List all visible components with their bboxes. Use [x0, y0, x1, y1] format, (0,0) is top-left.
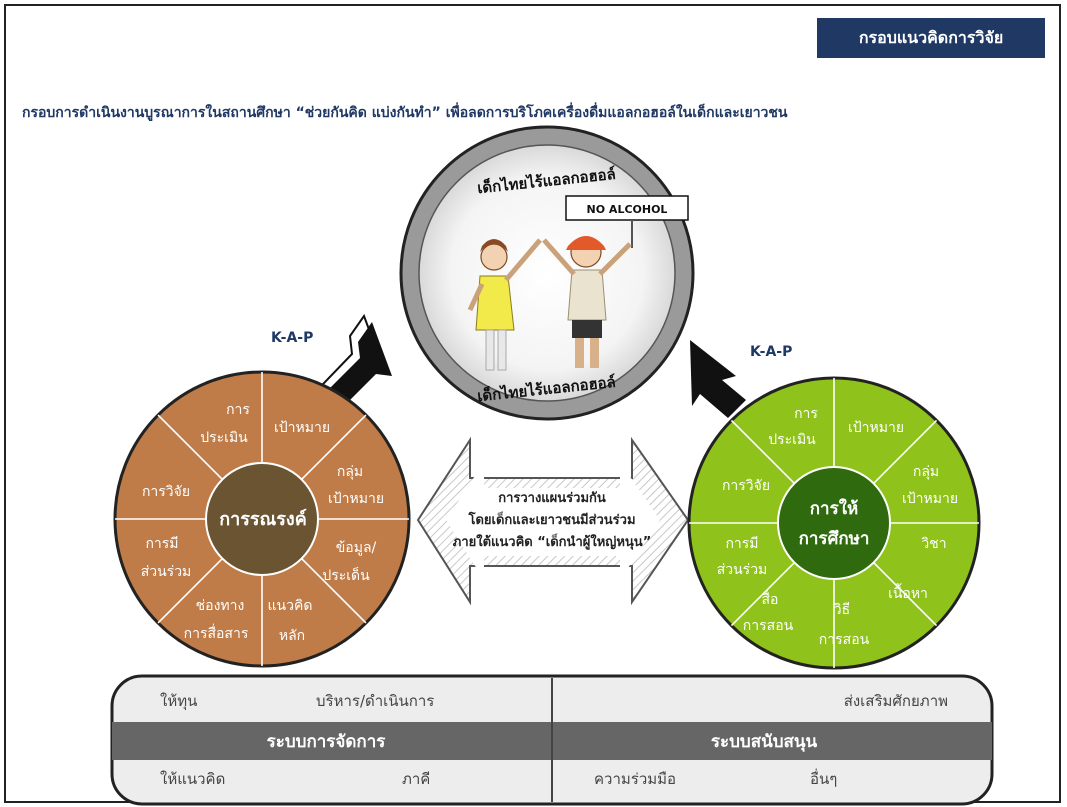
wheel-spoke	[301, 414, 367, 480]
planning-line-3: ภายใต้แนวคิด “เด็กนำผู้ใหญ่หนุน”	[453, 532, 652, 550]
right-seg-content: เนื้อหา	[888, 583, 928, 602]
support-system-title: ระบบสนับสนุน	[711, 732, 818, 752]
right-kap-arrow-shape	[690, 340, 746, 418]
bottom-right-top-item-1: ส่งเสริมศักยภาพ	[844, 692, 948, 710]
wheel-spoke	[873, 562, 938, 627]
right-seg-research: การวิจัย	[722, 478, 770, 494]
no-alcohol-sign-text: NO ALCOHOL	[587, 203, 668, 216]
right-seg-method-1: วิธี	[834, 602, 851, 618]
right-seg-method-2: การสอน	[819, 632, 870, 648]
bottom-left-top-item-2: บริหาร/ดำเนินการ	[316, 692, 434, 710]
left-seg-principle-2: หลัก	[279, 628, 305, 644]
left-seg-goal: เป้าหมาย	[274, 420, 330, 436]
right-seg-participation-1: การมี	[725, 536, 758, 552]
right-seg-goal: เป้าหมาย	[848, 420, 904, 436]
planning-double-arrow: การวางแผนร่วมกัน โดยเด็กและเยาวชนมีส่วนร…	[416, 436, 690, 606]
bottom-right-bottom-item-2: อื่นๆ	[810, 768, 837, 788]
page-title: กรอบแนวคิดการวิจัย	[817, 18, 1045, 58]
management-system-title: ระบบการจัดการ	[267, 732, 387, 752]
right-seg-target-1: กลุ่ม	[913, 464, 939, 480]
left-seg-channel-2: การสื่อสาร	[184, 624, 249, 642]
boy-figure-icon	[542, 236, 632, 368]
no-alcohol-sign	[565, 195, 689, 221]
kap-right-label: K-A-P	[750, 344, 792, 360]
right-seg-evaluation-2: ประเมิน	[768, 432, 816, 448]
wheel-spoke	[730, 419, 795, 484]
wheel-spoke	[157, 414, 223, 480]
bottom-panel: ให้ทุน บริหาร/ดำเนินการ ระบบการจัดการ ให…	[110, 674, 994, 806]
wheel-spoke	[301, 558, 367, 624]
planning-line-2: โดยเด็กและเยาวชนมีส่วนร่วม	[467, 510, 635, 528]
right-seg-subject: วิชา	[921, 536, 946, 552]
education-center-label-1: การให้	[810, 498, 858, 519]
right-kap-arrow: K-A-P	[690, 340, 792, 418]
left-seg-target-2: เป้าหมาย	[328, 491, 384, 507]
left-seg-info-2: ประเด็น	[322, 566, 370, 584]
planning-line-1: การวางแผนร่วมกัน	[498, 491, 606, 506]
left-seg-info-1: ข้อมูล/	[336, 540, 377, 556]
left-seg-evaluation-1: การ	[226, 402, 250, 418]
wheel-spoke	[157, 558, 223, 624]
left-seg-target-1: กลุ่ม	[337, 464, 363, 480]
bottom-left-bottom-item-1: ให้แนวคิด	[160, 770, 225, 788]
left-seg-participation-1: การมี	[145, 536, 178, 552]
left-seg-participation-2: ส่วนร่วม	[141, 564, 192, 580]
right-seg-participation-2: ส่วนร่วม	[717, 562, 768, 578]
center-circle: เด็กไทยไร้แอลกอฮอล์ เด็กไทยไร้แอลกอฮอล์ …	[399, 125, 695, 421]
bottom-left-top-item-1: ให้ทุน	[160, 692, 197, 711]
campaign-center-label: การรณรงค์	[219, 508, 307, 530]
left-seg-principle-1: แนวคิด	[268, 598, 313, 614]
girl-figure-icon	[467, 238, 542, 371]
campaign-wheel: การประเมินเป้าหมายกลุ่มเป้าหมายข้อมูล/ปร…	[113, 370, 411, 668]
bottom-left-bottom-item-2: ภาคี	[402, 770, 430, 788]
left-seg-evaluation-2: ประเมิน	[200, 430, 248, 446]
right-seg-media-2: การสอน	[743, 618, 794, 634]
left-seg-research: การวิจัย	[142, 484, 190, 500]
education-center-label-2: การศึกษา	[799, 529, 870, 549]
left-seg-channel-1: ช่องทาง	[196, 598, 245, 614]
wheel-spoke	[730, 562, 795, 627]
double-arrow-inner	[446, 462, 660, 580]
kap-left-label: K-A-P	[271, 330, 313, 346]
diagram-subtitle: กรอบการดำเนินงานบูรณาการในสถานศึกษา “ช่ว…	[22, 105, 788, 121]
right-seg-evaluation-1: การ	[794, 406, 818, 422]
education-wheel: การประเมินเป้าหมายกลุ่มเป้าหมายวิชาเนื้อ…	[687, 376, 981, 670]
bottom-right-bottom-item-1: ความร่วมมือ	[594, 770, 676, 788]
right-seg-media-1: สื่อ	[762, 590, 779, 608]
wheel-hub	[777, 466, 891, 580]
right-seg-target-2: เป้าหมาย	[902, 491, 958, 507]
wheel-hub	[205, 462, 319, 576]
wheel-spoke	[873, 419, 938, 484]
